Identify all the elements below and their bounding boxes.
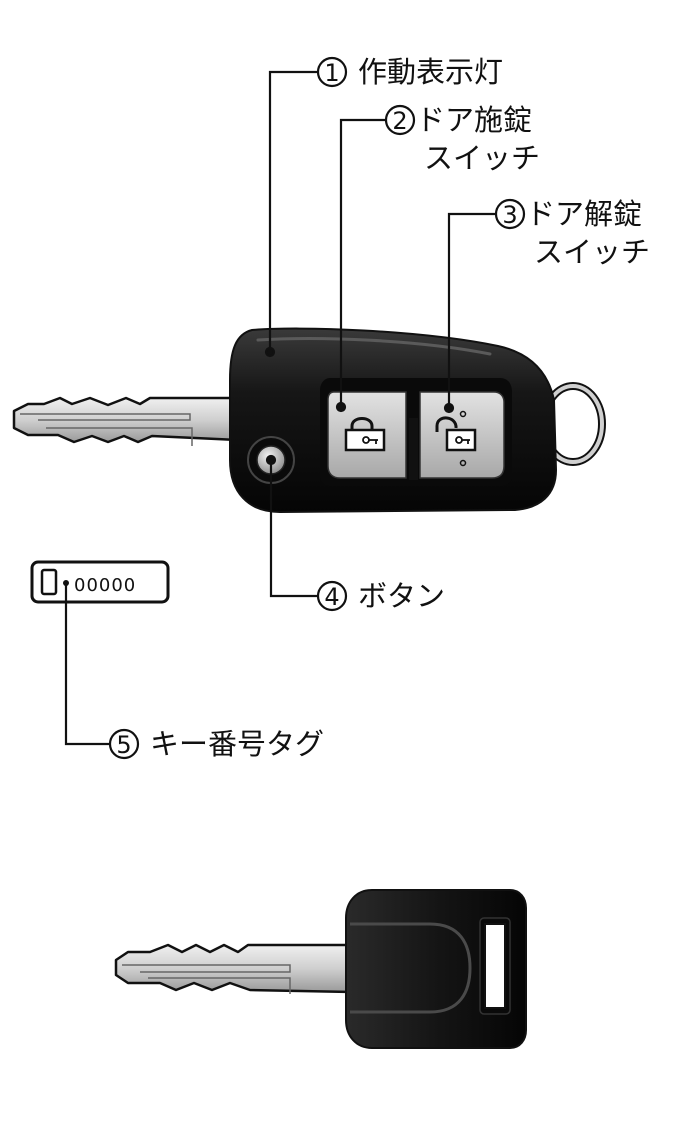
svg-text:3: 3	[502, 201, 517, 229]
unlock-icon	[435, 410, 477, 467]
leader-lines	[64, 70, 496, 746]
svg-text:4: 4	[324, 583, 339, 611]
svg-text:5: 5	[116, 731, 131, 759]
svg-text:2: 2	[392, 107, 407, 135]
callout-3: 3 ドア解錠 スイッチ	[494, 197, 650, 269]
callout-3-label2: スイッチ	[534, 235, 650, 269]
callout-5: 5 キー番号タグ	[108, 727, 324, 761]
callout-4: 4 ボタン	[316, 579, 445, 613]
callout-2-label: ドア施錠	[416, 103, 532, 137]
remote-key	[12, 327, 606, 514]
key-number-tag: 00000	[30, 560, 170, 604]
callout-1: 1 作動表示灯	[316, 55, 503, 89]
key-tag-code: 00000	[74, 575, 136, 596]
callout-5-label: キー番号タグ	[150, 727, 324, 761]
standard-key-blade	[114, 943, 354, 994]
callout-2: 2 ドア施錠 スイッチ	[384, 103, 540, 175]
callout-4-label: ボタン	[358, 579, 445, 613]
callout-3-label: ドア解錠	[526, 197, 642, 231]
standard-key-slot	[484, 923, 506, 1009]
callout-2-label2: スイッチ	[424, 141, 540, 175]
svg-text:1: 1	[324, 59, 339, 87]
standard-key	[114, 889, 527, 1049]
callout-1-label: 作動表示灯	[358, 55, 503, 89]
lock-icon	[344, 417, 386, 452]
